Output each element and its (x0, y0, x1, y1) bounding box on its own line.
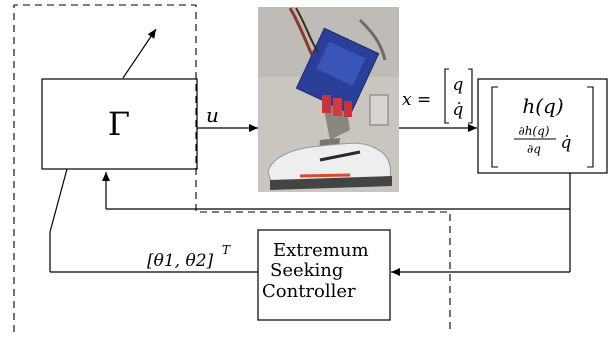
esc-block: Extremum Seeking Controller (257, 229, 391, 321)
input-u-label: u (206, 103, 219, 127)
adaptation-arrow (122, 28, 157, 79)
esc-line-3: Controller (262, 281, 356, 302)
esc-line-2: Seeking (270, 260, 343, 281)
output-frac-num: ∂h(q) (519, 124, 550, 138)
output-hq: h(q) (522, 94, 563, 118)
output-frac-den: ∂q (527, 142, 541, 156)
param-exponent: T (222, 243, 231, 257)
gamma-symbol: Γ (108, 105, 130, 143)
output-block: h(q) ∂h(q) ∂q q̇ (477, 78, 608, 174)
param-label: [θ1, θ2] (147, 251, 214, 271)
param-to-gamma (49, 168, 258, 273)
state-vector-brackets (444, 68, 473, 124)
exoskeleton-photo (258, 7, 399, 192)
esc-line-1: Extremum (273, 240, 369, 261)
dashed-boundary (13, 4, 451, 332)
gamma-block: Γ (41, 78, 198, 170)
state-vector-qdot: q̇ (453, 100, 464, 120)
state-x-lhs: x = (402, 90, 431, 110)
output-frac-mul: q̇ (561, 133, 572, 153)
state-vector-q: q (453, 75, 464, 95)
feedback-to-gamma (102, 172, 571, 272)
